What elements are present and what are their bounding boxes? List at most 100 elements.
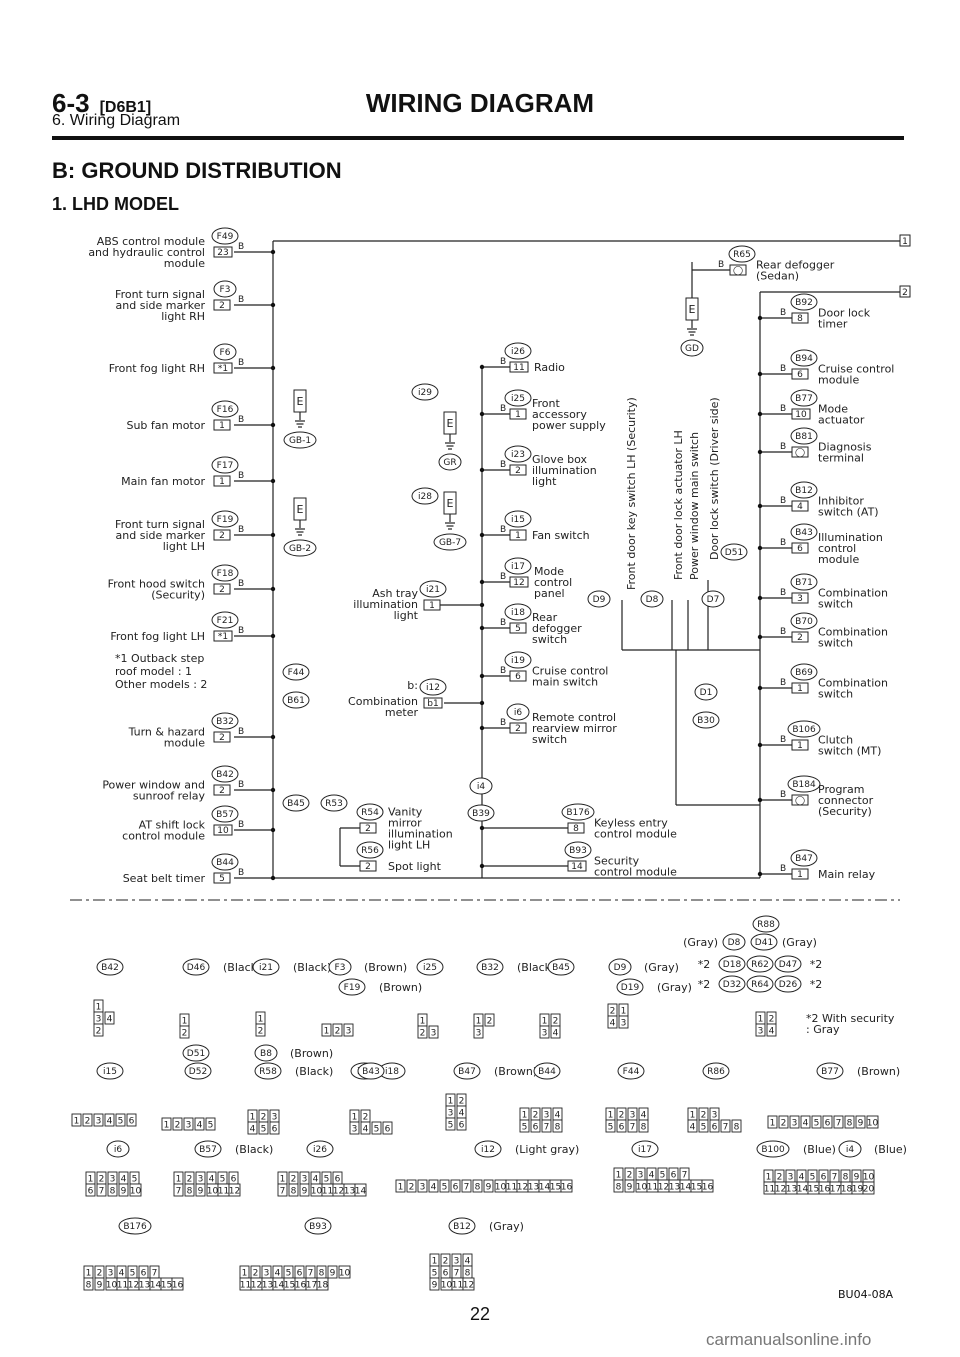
component-label: timer xyxy=(818,318,848,331)
component-label: Mode xyxy=(534,565,564,578)
component-label: Combination xyxy=(818,626,888,639)
wire-color: B xyxy=(500,357,506,367)
pin-cell xyxy=(247,1121,258,1135)
pin-number: 8 xyxy=(291,1187,297,1197)
component-label: (Security) xyxy=(151,589,205,602)
pin-number: 5 xyxy=(515,624,521,634)
junction-dot xyxy=(270,827,276,833)
footnote: roof model : 1 xyxy=(115,665,192,678)
connector-ref-label: D51 xyxy=(187,1049,205,1059)
junction-dot xyxy=(270,586,276,592)
pin-number: 10 xyxy=(106,1281,118,1291)
pin-number: 4 xyxy=(313,1175,319,1185)
pin-number: 8 xyxy=(797,314,803,324)
sub-heading: 1. LHD MODEL xyxy=(52,194,180,214)
connector-ref xyxy=(282,691,310,709)
connector-ref-label: D9 xyxy=(614,963,627,973)
connector-ref-label: D46 xyxy=(187,963,206,973)
pin-number: 7 xyxy=(723,1123,729,1133)
terminal-1 xyxy=(899,234,911,247)
component-label: defogger xyxy=(532,622,582,635)
pin-number: 8 xyxy=(555,1123,561,1133)
pin-number: 9 xyxy=(627,1183,633,1193)
pin-number: 6 xyxy=(825,1119,831,1129)
junction-dot xyxy=(757,545,763,551)
connector-face-d46: 12 xyxy=(179,1013,190,1039)
connector-ref-label: B92 xyxy=(795,298,813,308)
pin-box xyxy=(791,446,809,458)
pin-number: 2 xyxy=(253,1269,259,1279)
pin-cell xyxy=(472,1179,483,1193)
pin-number: 7 xyxy=(630,1123,636,1133)
component-label: Glove box xyxy=(532,453,587,466)
connector-ref xyxy=(504,557,532,575)
component-label: b: xyxy=(407,679,418,692)
connector-id xyxy=(752,915,780,933)
pin-number: 12 xyxy=(128,1281,139,1291)
pin-cell xyxy=(541,1119,552,1133)
connector-ref-label: D18 xyxy=(723,960,742,970)
pin-box xyxy=(791,500,809,512)
section-number: 6-3 xyxy=(52,88,90,118)
pin-number: 4 xyxy=(641,1111,647,1121)
wire-color: B xyxy=(238,525,244,535)
pin-cell xyxy=(766,1023,777,1037)
connector-id xyxy=(306,1140,334,1158)
connector-ref-label: F6 xyxy=(220,348,231,358)
footnote-mark: *2 xyxy=(810,958,823,971)
pin-number: 14 xyxy=(273,1281,285,1291)
pin-cell xyxy=(299,1183,310,1197)
connector-ref xyxy=(790,573,818,591)
connector-id xyxy=(718,975,746,993)
pin-box xyxy=(213,246,233,258)
junction-dot xyxy=(757,315,763,321)
pin-number: 13 xyxy=(786,1185,797,1195)
pin-number: 4 xyxy=(119,1269,125,1279)
pin-cell xyxy=(624,1179,635,1193)
pin-box xyxy=(791,682,809,694)
pin-cell xyxy=(687,1119,698,1133)
connector-ref-label: B43 xyxy=(362,1067,380,1077)
main-heading: B: GROUND DISTRIBUTION xyxy=(52,158,342,183)
pin-number: 1 xyxy=(182,1017,188,1027)
pin-number: 6 xyxy=(671,1171,677,1181)
component-label: switch xyxy=(818,637,853,650)
connector-ref-label: F44 xyxy=(288,668,305,678)
pin-number: 8 xyxy=(465,1269,471,1279)
connector-ref xyxy=(790,663,818,681)
pin-number: 7 xyxy=(454,1269,460,1279)
pin-box xyxy=(213,583,231,595)
connector-ref-label: i26 xyxy=(511,347,525,357)
pin-number: 6 xyxy=(515,672,521,682)
vertical-component-label: Front door key switch LH (Security) xyxy=(625,397,638,590)
connector-id xyxy=(750,933,778,951)
connector-ref-label: i12 xyxy=(426,683,440,693)
pin-cell xyxy=(269,1121,280,1135)
pin-number: 10 xyxy=(867,1119,879,1129)
component-label: terminal xyxy=(818,452,864,465)
connector-ref-label: B42 xyxy=(216,770,234,780)
junction-dot xyxy=(479,825,485,831)
connector-id xyxy=(476,958,504,976)
connector-id xyxy=(774,975,802,993)
component-label: Spot light xyxy=(388,860,442,873)
pin-number: 5 xyxy=(118,1117,124,1127)
connector-ref xyxy=(720,543,748,561)
pin-box xyxy=(213,784,231,796)
connector-ref-label: D52 xyxy=(189,1067,207,1077)
pin-number: 8 xyxy=(847,1119,853,1129)
junction-dot xyxy=(270,422,276,428)
connector-note: (Brown) xyxy=(290,1047,333,1060)
pin-number: 5 xyxy=(132,1175,138,1185)
junction-dot xyxy=(270,302,276,308)
pin-number: 5 xyxy=(208,1121,214,1131)
component-label: and side marker xyxy=(116,529,206,542)
component-label: Cruise control xyxy=(818,363,894,376)
pin-cell xyxy=(731,1119,742,1133)
pin-number: 5 xyxy=(286,1269,292,1279)
terminal-label: 1 xyxy=(902,237,908,247)
connector-ref-label: D9 xyxy=(593,595,606,605)
connector-ref-label: i4 xyxy=(477,782,486,792)
component-label: control xyxy=(818,542,856,555)
